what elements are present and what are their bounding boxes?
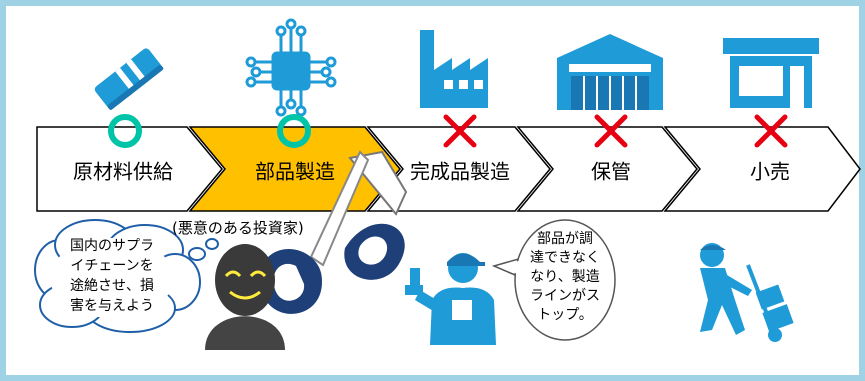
thought-line: 途絶させ、損 (70, 278, 154, 294)
investor-thought-text: 国内のサプラ イチェーンを 途絶させ、損 害を与えよう (62, 236, 162, 316)
stage-shape-5 (663, 126, 861, 212)
thought-line: イチェーンを (70, 258, 154, 274)
investor-icon (205, 244, 285, 350)
stage-label-storage: 保管 (591, 159, 631, 184)
status-marks (108, 114, 788, 148)
stage-shape-1 (36, 126, 223, 212)
worker-icon (405, 253, 496, 345)
ok-mark-icon (277, 114, 311, 148)
speech-line: 部品が調 (537, 231, 593, 247)
speech-line: トップ。 (537, 307, 593, 323)
raw-material-icon (94, 48, 164, 110)
speech-line: 達できなく (530, 250, 600, 266)
warehouse-icon (557, 34, 663, 110)
speech-bubble (491, 219, 616, 341)
worker-speech-text: 部品が調 達できなく なり、製造 ラインがス トップ。 (520, 230, 610, 325)
speech-line: ラインがス (530, 288, 600, 304)
thought-bubble (34, 219, 219, 333)
stage-label-retail: 小売 (750, 159, 790, 184)
stage-label-assembly: 完成品製造 (410, 159, 510, 184)
stage-shape-3 (366, 126, 551, 212)
investor-caption: (悪意のある投資家) (172, 219, 304, 237)
store-icon (723, 38, 819, 108)
scissors-icon (259, 150, 408, 314)
ng-mark-icon (443, 114, 477, 148)
delivery-worker-icon (700, 243, 794, 342)
stage-label-raw-material: 原材料供給 (73, 159, 173, 184)
stage-shape-4 (516, 126, 698, 212)
ok-mark-icon (108, 114, 142, 148)
stage-label-parts: 部品製造 (255, 159, 335, 184)
circuit-chip-icon (245, 18, 337, 117)
factory-icon (420, 30, 488, 108)
thought-line: 国内のサプラ (70, 238, 154, 254)
thought-line: 害を与えよう (70, 298, 154, 314)
speech-line: なり、製造 (530, 269, 600, 285)
ng-mark-icon (754, 114, 788, 148)
ng-mark-icon (594, 114, 628, 148)
